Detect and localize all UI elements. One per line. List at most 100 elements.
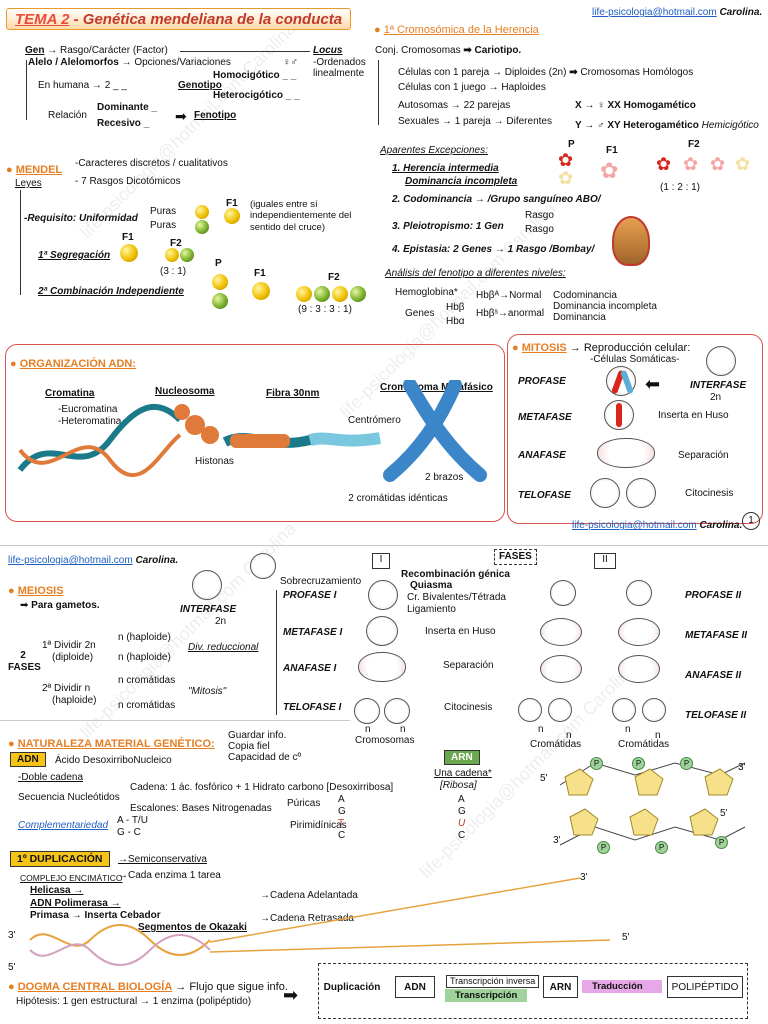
fase-1: 1ª Dividir 2n	[42, 640, 96, 651]
meiosis-telofase-2: TELOFASE II	[685, 710, 747, 721]
transcripcion-inversa: Transcripción inversa	[446, 975, 540, 988]
capacidad: Capacidad de cº	[228, 752, 302, 763]
page-number: 1	[742, 512, 760, 530]
bombay-portrait-icon	[612, 216, 650, 266]
three-prime: 3'	[553, 835, 561, 846]
base-g-rna: G	[458, 806, 466, 817]
recesivo-label: Recesivo _	[97, 118, 150, 129]
dominancia-incompleta: Dominancia incompleta	[553, 301, 657, 312]
yellow-pea-icon	[120, 244, 138, 262]
green-pea-icon	[314, 286, 330, 302]
five-prime: 5'	[8, 962, 16, 973]
mitosis-telofase: TELOFASE	[518, 490, 571, 501]
ligamiento: Ligamiento	[407, 604, 456, 615]
meiosis-telofase-1: TELOFASE I	[283, 702, 342, 713]
excep-1b: Dominancia incompleta	[405, 176, 518, 187]
locus-ordenados: -Ordenados	[313, 57, 366, 68]
haploides-row: Células con 1 juego → Haploides	[398, 82, 546, 93]
three-prime: 3'	[580, 872, 588, 883]
y-row: Y → ♂ XY Heterogamético Hemicigótico	[575, 120, 759, 131]
polipeptido-box: POLIPÉPTIDO	[667, 976, 743, 998]
email-link[interactable]: life-psicologia@hotmail.com	[572, 520, 697, 531]
segregacion-ratio: (3 : 1)	[160, 266, 187, 277]
traduccion-arrow: Traducción	[582, 980, 662, 994]
adn-tag: ADN	[10, 752, 46, 767]
yellow-pea-icon	[212, 274, 228, 290]
mitosis-citocinesis: Citocinesis	[685, 488, 734, 499]
telofase-ii-cell	[642, 698, 666, 722]
heteromatina: -Heteromatina	[58, 416, 122, 427]
diploides-row: Células con 1 pareja → Diploides (2n) ➡ …	[398, 67, 694, 78]
meiosis-fases: 2 FASES	[8, 650, 41, 673]
f2-label: F2	[170, 238, 182, 249]
x-row: X → ♀ XX Homogamético	[575, 100, 696, 111]
meiosis-divider	[276, 590, 277, 715]
genotipo-label: Genotipo	[178, 80, 222, 91]
yellow-pea-icon	[224, 208, 240, 224]
phosphate-icon: P	[632, 757, 645, 770]
email-link[interactable]: life-psicologia@hotmail.com	[8, 555, 133, 566]
excep-title: Aparentes Excepciones:	[380, 145, 488, 156]
duplicacion-tag: 1º DUPLICACIÓN	[10, 851, 110, 867]
anafase-cell	[597, 438, 655, 468]
adn-organizacion-panel	[5, 344, 505, 522]
excep-4: 4. Epistasia: 2 Genes → 1 Rasgo /Bombay/	[392, 244, 595, 255]
cromosomas-label: Cromosomas	[355, 735, 415, 746]
humana-text: En humana → 2 _ _	[38, 80, 127, 91]
n-label: n	[538, 724, 544, 735]
puricas-label: Púricas	[287, 798, 321, 809]
author-name: Carolina.	[719, 7, 763, 18]
analisis-title: Análisis del fenotipo a diferentes nivel…	[385, 268, 566, 279]
anafase-ii-cell	[618, 655, 660, 683]
nucleotide-chain-illustration	[559, 762, 746, 846]
green-pea-icon	[350, 286, 366, 302]
cariotipo-row: Conj. Cromosomas ➡ Cariotipo.	[375, 45, 522, 56]
complementariedad: Complementariedad	[18, 820, 109, 831]
mitosis-title: ● MITOSIS → Reproducción celular:	[512, 342, 691, 354]
phosphate-icon: P	[715, 836, 728, 849]
phosphate-icon: P	[597, 841, 610, 854]
meiosis-gametos: ➡ Para gametos.	[20, 600, 100, 611]
dogma-flow-frame	[318, 963, 748, 1019]
meiosis-metafase-1: METAFASE I	[283, 627, 343, 638]
cromosoma-label: Cromosoma Metafásico	[380, 382, 493, 393]
header-credit-2: life-psicologia@hotmail.com Carolina.	[8, 555, 179, 566]
email-link[interactable]: life-psicologia@hotmail.com	[592, 7, 717, 18]
cromo-bracket	[378, 60, 379, 125]
mitosis-metafase: METAFASE	[518, 412, 572, 423]
copia-fiel: Copia fiel	[228, 741, 270, 752]
flower-ratio: (1 : 2 : 1)	[660, 182, 701, 193]
eucromatina: -Eucromatina	[58, 404, 118, 415]
haploide-1: n (haploide)	[118, 632, 171, 643]
mitosis-2n: 2n	[710, 392, 722, 403]
cromatidas-label: Cromátidas	[530, 739, 582, 750]
genes-label: Genes	[405, 308, 435, 319]
white-flower-icon: ✿	[735, 154, 751, 174]
anafase-i-cell	[358, 652, 406, 682]
cromatidas-2: n cromátidas	[118, 700, 176, 711]
thick-arrow-icon: ➡	[283, 985, 299, 1005]
n-label: n	[365, 724, 371, 735]
fenotipo-label: Fenotipo	[194, 110, 237, 121]
base-c: C	[338, 830, 346, 841]
chromosome-red	[616, 403, 622, 427]
green-pea-icon	[180, 248, 194, 262]
base-t: T	[338, 818, 345, 829]
f2-label: F2	[328, 272, 340, 283]
page-title: TEMA 2 - Genética mendeliana de la condu…	[6, 8, 352, 30]
mendel-bracket	[20, 190, 21, 295]
nucleosoma-label: Nucleosoma	[155, 386, 215, 397]
phosphate-icon: P	[590, 757, 603, 770]
excep-2: 2. Codominancia → /Grupo sanguíneo ABO/	[392, 194, 601, 205]
p-label: P	[215, 258, 222, 269]
base-a: A	[338, 794, 345, 805]
red-flower-icon: ✿	[656, 154, 672, 174]
sobrecruzamiento: Sobrecruzamiento	[280, 576, 362, 587]
transcripcion-arrow: Transcripción	[445, 989, 528, 1003]
mitosis-anafase: ANAFASE	[518, 450, 566, 461]
meiosis-title: ● MEIOSIS	[8, 585, 64, 597]
dna-packing-illustration	[17, 380, 487, 482]
n-label: n	[400, 724, 406, 735]
brazos-label: 2 brazos	[425, 472, 464, 483]
cada-enzima: →Cada enzima 1 tarea	[118, 870, 221, 881]
